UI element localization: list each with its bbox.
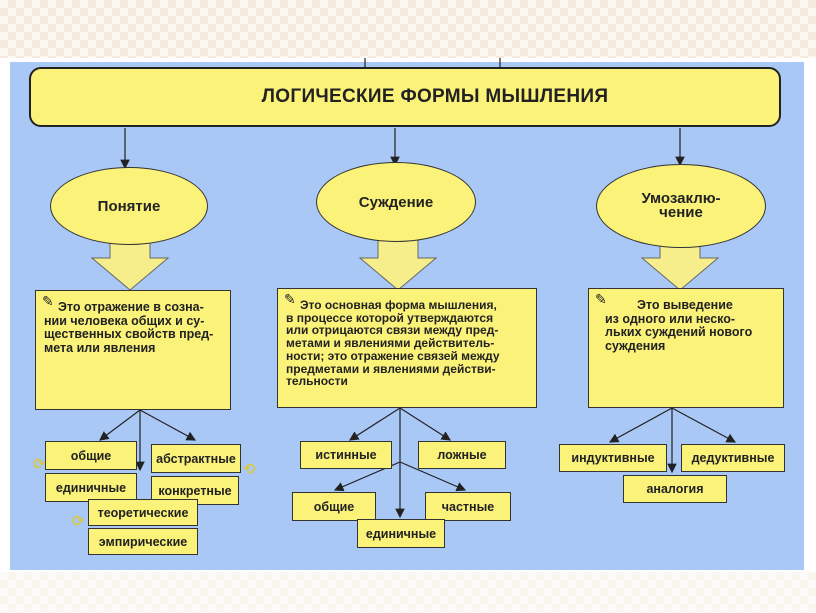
diagram-title: ЛОГИЧЕСКИЕ ФОРМЫ МЫШЛЕНИЯ bbox=[29, 67, 781, 127]
definition-judgment-line: или отрицаются связи между пред- bbox=[286, 323, 499, 338]
type-abstract: абстрактные bbox=[151, 444, 241, 473]
connector-inference-inductive bbox=[608, 407, 673, 443]
definition-concept-line: нии человека общих и су- bbox=[44, 313, 205, 328]
definition-concept-line: щественных свойств пред- bbox=[44, 327, 214, 341]
definition-concept: ✎ Это отражение в созна- нии человека об… bbox=[35, 290, 231, 410]
definition-judgment-line: в процессе которой утверждаются bbox=[286, 310, 494, 325]
ellipse-inference-line-1: Умозаклю- bbox=[641, 190, 721, 207]
definition-inference-line: льких суждений нового bbox=[605, 325, 753, 339]
type-theoretical: теоретические bbox=[88, 499, 198, 526]
definition-concept-line: мета или явления bbox=[44, 340, 156, 355]
type-deductive: дедуктивные bbox=[681, 444, 785, 472]
ellipse-concept-label: Понятие bbox=[97, 197, 161, 215]
connector-inference-deductive bbox=[671, 407, 737, 443]
type-judgment-general: общие bbox=[292, 492, 376, 521]
curved-arrow-icon: ⟳ bbox=[72, 513, 85, 530]
type-analogy: аналогия bbox=[623, 475, 727, 503]
type-particular: частные bbox=[425, 492, 511, 521]
type-general: общие bbox=[45, 441, 137, 470]
definition-judgment: ✎ Это основная форма мышления, в процесс… bbox=[277, 288, 537, 408]
definition-concept-line: Это отражение в созна- bbox=[58, 300, 204, 314]
connector-judgment-false bbox=[399, 407, 452, 441]
type-inductive: индуктивные bbox=[559, 444, 667, 472]
ellipse-inference: Умозаклю- чение bbox=[596, 164, 766, 248]
definition-inference: ✎ Это выведение из одного или неско- льк… bbox=[588, 288, 784, 408]
connector-judgment-true bbox=[348, 407, 401, 441]
ellipse-judgment-label: Суждение bbox=[358, 193, 434, 211]
definition-judgment-line: метами и явлениями действитель- bbox=[286, 336, 495, 351]
connector-concept-abstract bbox=[139, 409, 197, 441]
definition-inference-line: суждения bbox=[605, 338, 666, 353]
curved-arrow-icon: ⟲ bbox=[243, 461, 256, 478]
definition-judgment-line: Это основная форма мышления, bbox=[300, 298, 497, 312]
definition-judgment-line: ности; это отражение связей между bbox=[286, 348, 500, 363]
connector-judgment-particular bbox=[399, 461, 467, 492]
top-checker-decoration bbox=[0, 0, 816, 58]
ellipse-judgment: Суждение bbox=[316, 162, 476, 242]
ellipse-concept: Понятие bbox=[50, 167, 208, 245]
definition-judgment-line: тельности bbox=[286, 374, 348, 389]
bottom-checker-decoration bbox=[0, 572, 816, 613]
pencil-mark-icon: ✎ bbox=[595, 291, 607, 307]
type-false: ложные bbox=[418, 441, 506, 469]
ellipse-inference-line-2: чение bbox=[659, 204, 703, 221]
curved-arrow-icon: ⟳ bbox=[33, 456, 46, 473]
type-empirical: эмпирические bbox=[88, 528, 198, 555]
pencil-mark-icon: ✎ bbox=[284, 291, 296, 307]
type-judgment-single: единичные bbox=[357, 519, 445, 548]
connector-concept-general bbox=[99, 409, 141, 441]
type-single: единичные bbox=[45, 473, 137, 502]
definition-judgment-line: предметами и явлениями действи- bbox=[286, 361, 496, 376]
definition-inference-line: из одного или неско- bbox=[605, 311, 736, 326]
definition-inference-line: Это выведение bbox=[637, 298, 733, 312]
pencil-mark-icon: ✎ bbox=[42, 293, 54, 309]
type-true: истинные bbox=[300, 441, 392, 469]
